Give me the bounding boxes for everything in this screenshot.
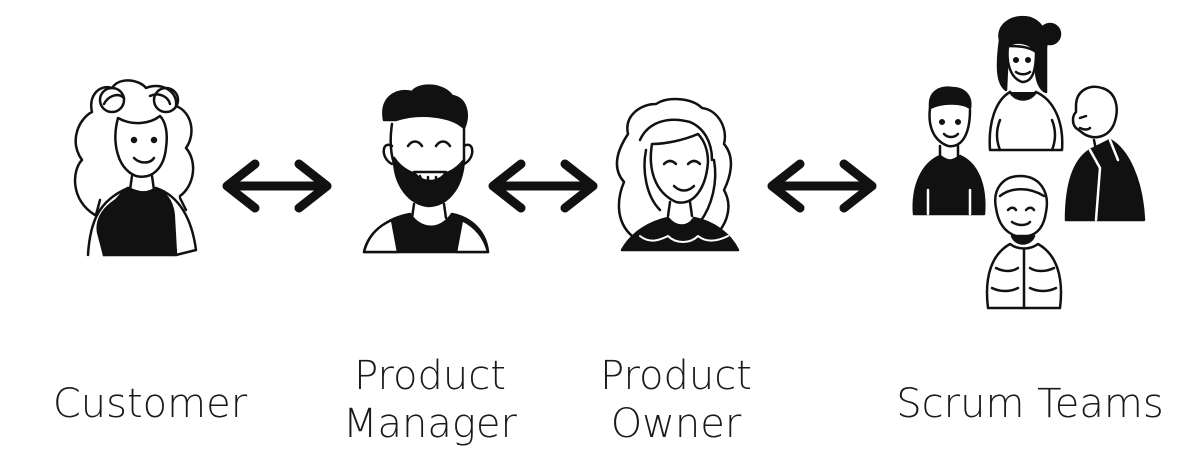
product-manager-label-line2: Manager	[343, 401, 517, 447]
product-manager-label: Product Manager	[320, 352, 540, 448]
product-owner-label-line1: Product	[600, 353, 752, 399]
product-owner-label: Product Owner	[566, 352, 786, 448]
scrum-member-2-icon	[988, 15, 1064, 152]
double-arrow-icon	[493, 164, 593, 208]
scrum-member-1-icon	[912, 86, 986, 216]
scrum-teams-label-text: Scrum Teams	[896, 381, 1164, 427]
double-arrow-icon	[227, 164, 327, 208]
product-manager-label-line1: Product	[354, 353, 506, 399]
product-owner-avatar-icon	[615, 97, 740, 252]
scrum-team-group-icon	[912, 15, 1146, 310]
customer-avatar-icon	[73, 79, 198, 257]
product-manager-avatar-icon	[362, 84, 490, 254]
scrum-member-4-icon	[985, 174, 1063, 310]
scrum-member-3-icon	[1064, 85, 1146, 222]
scrum-teams-label: Scrum Teams	[880, 380, 1180, 428]
customer-label: Customer	[40, 380, 260, 428]
double-arrow-icon	[772, 164, 872, 208]
customer-label-text: Customer	[52, 381, 248, 427]
product-owner-label-line2: Owner	[610, 401, 742, 447]
